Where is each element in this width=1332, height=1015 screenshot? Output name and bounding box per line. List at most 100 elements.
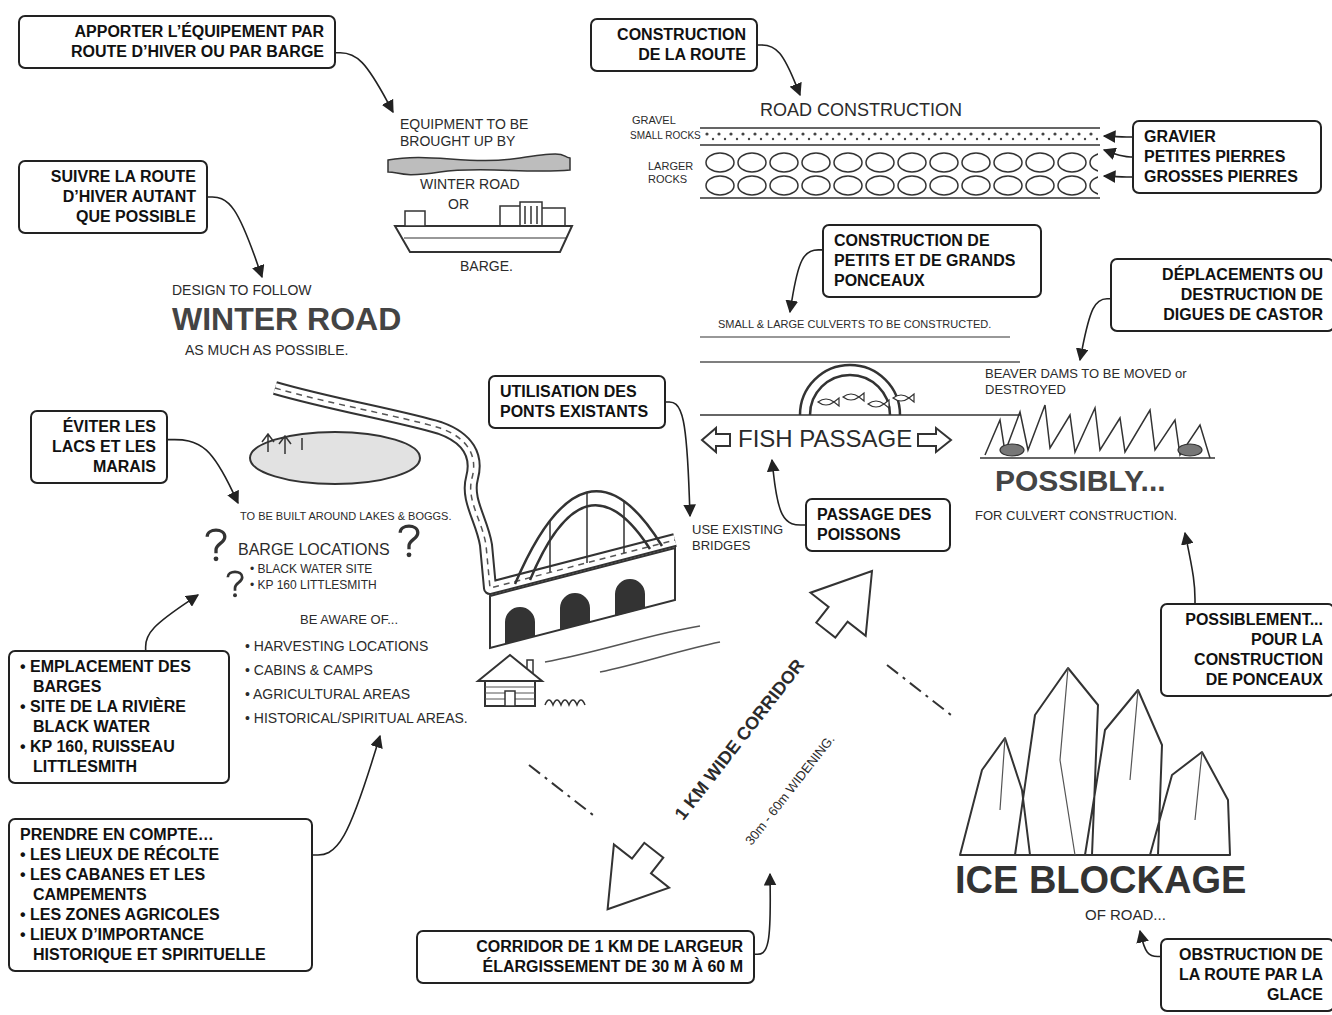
leader-arrow [1104, 150, 1132, 157]
ground-line [980, 457, 1215, 459]
question-mark-curve [207, 530, 225, 553]
sketch-label: WINTER ROAD [172, 300, 401, 338]
sketch-label: SMALL & LARGE CULVERTS TO BE CONSTRUCTED… [718, 318, 991, 331]
sketch-label: • HARVESTING LOCATIONS [245, 638, 428, 655]
lake-shape [250, 432, 420, 484]
sketch-label: EQUIPMENT TO BE BROUGHT UP BY [400, 116, 550, 150]
sketch-label: TO BE BUILT AROUND LAKES & BOGGS. [240, 510, 452, 523]
leader-arrow [1185, 533, 1195, 603]
sketch-label: BE AWARE OF... [300, 612, 398, 628]
sketch-label: POSSIBLY... [995, 463, 1166, 499]
sketch-label: LARGER ROCKS [648, 160, 703, 186]
callout-text: • KP 160, RUISSEAU LITTLESMITH [20, 737, 218, 777]
question-mark-dot [233, 593, 237, 597]
callout-text: • EMPLACEMENT DES BARGES [20, 657, 218, 697]
sketch-label: AS MUCH AS POSSIBLE. [185, 342, 348, 359]
passage-arrow [918, 428, 951, 452]
sketch-label: USE EXISTING BRIDGES [692, 522, 792, 553]
leader-arrow [666, 402, 690, 516]
cabin-door [505, 691, 515, 706]
callout-text: GRAVIER [1144, 127, 1310, 147]
barge-containers [500, 202, 565, 226]
callout-box: CONSTRUCTION DE LA ROUTE [590, 18, 758, 72]
bridge-arch [515, 491, 662, 584]
callout-text: • LES CABANES ET LES CAMPEMENTS [20, 865, 301, 905]
question-mark [207, 530, 225, 561]
winter-road-band [388, 154, 570, 175]
sketch-label: FOR CULVERT CONSTRUCTION. [975, 508, 1177, 524]
callout-text: ÉLARGISSEMENT DE 30 M À 60 M [428, 957, 743, 977]
callout-box: • EMPLACEMENT DES BARGES• SITE DE LA RIV… [8, 650, 230, 784]
leader-arrow [146, 595, 198, 650]
callout-text: CONSTRUCTION DE PETITS ET DE GRANDS PONC… [834, 231, 1030, 291]
beaver-sketch [1178, 444, 1202, 456]
callout-text: CONSTRUCTION DE LA ROUTE [602, 25, 746, 65]
sketch-label: • CABINS & CAMPS [245, 662, 373, 679]
sketch-label: BARGE LOCATIONS [238, 540, 390, 559]
sketch-label: • BLACK WATER SITE [250, 562, 372, 576]
callout-box: CONSTRUCTION DE PETITS ET DE GRANDS PONC… [822, 224, 1042, 298]
bridge-body [490, 548, 675, 648]
callout-box: ÉVITER LES LACS ET LES MARAIS [30, 410, 168, 484]
sketch-label: OR [448, 196, 469, 213]
sketch-label: 30m - 60m WIDENING. [742, 732, 838, 849]
callout-text: POSSIBLEMENT... POUR LA CONSTRUCTION DE … [1172, 610, 1323, 690]
callout-text: • LES LIEUX DE RÉCOLTE [20, 845, 301, 865]
callout-text: PETITES PIERRES [1144, 147, 1310, 167]
culvert-arc [800, 365, 900, 415]
callout-text: • SITE DE LA RIVIÈRE BLACK WATER [20, 697, 218, 737]
callout-text: DÉPLACEMENTS OU DESTRUCTION DE DIGUES DE… [1122, 265, 1323, 325]
bridge-openings [505, 579, 645, 644]
callout-text: OBSTRUCTION DE LA ROUTE PAR LA GLACE [1172, 945, 1323, 1005]
callout-box: APPORTER L’ÉQUIPEMENT PAR ROUTE D’HIVER … [18, 15, 336, 69]
cabin-chimney [527, 660, 533, 673]
callout-text: APPORTER L’ÉQUIPEMENT PAR ROUTE D’HIVER … [30, 22, 324, 62]
leader-arrow [755, 874, 770, 954]
sketch-label: ICE BLOCKAGE [955, 858, 1246, 904]
passage-arrow [702, 428, 730, 452]
beaver-dam-grass [985, 405, 1210, 458]
callout-box: UTILISATION DES PONTS EXISTANTS [488, 375, 666, 429]
callout-text: • LIEUX D’IMPORTANCE HISTORIQUE ET SPIRI… [20, 925, 301, 965]
question-mark-dot [407, 552, 412, 557]
callout-text: PRENDRE EN COMPTE… [20, 825, 301, 845]
question-mark [400, 526, 418, 557]
leader-arrow [336, 53, 393, 112]
sketch-label: BARGE. [460, 258, 513, 275]
barge-stripe [404, 237, 566, 238]
leader-arrow [1080, 299, 1110, 360]
cabin-roof [478, 655, 542, 681]
question-mark-dot [214, 556, 219, 561]
water-line [700, 361, 1020, 363]
leader-arrow [758, 45, 800, 95]
question-mark-curve [400, 526, 418, 549]
leader-arrow [1104, 176, 1132, 177]
callout-box: CORRIDOR DE 1 KM DE LARGEURÉLARGISSEMENT… [416, 930, 755, 984]
callout-box: OBSTRUCTION DE LA ROUTE PAR LA GLACE [1160, 938, 1332, 1012]
beaver-sketch [1000, 444, 1024, 456]
barge-cabin [405, 211, 425, 226]
bridge-hanger [550, 493, 624, 572]
leader-arrow [772, 460, 805, 525]
gravel-layer [704, 130, 1098, 143]
leader-arrow [790, 250, 822, 312]
leader-arrow [1140, 931, 1160, 957]
callout-text: CORRIDOR DE 1 KM DE LARGEUR [428, 937, 743, 957]
fish-sketch [818, 393, 914, 408]
sketch-label: SMALL ROCKS [630, 130, 701, 142]
callout-text: UTILISATION DES PONTS EXISTANTS [500, 382, 654, 422]
tree-sketch [262, 434, 302, 454]
sketch-label: DESIGN TO FOLLOW [172, 282, 312, 299]
sketch-label: • HISTORICAL/SPIRITUAL AREAS. [245, 710, 468, 727]
sketch-label: WINTER ROAD [420, 176, 520, 193]
leader-arrow [313, 736, 380, 855]
sketch-label: GRAVEL [632, 114, 676, 127]
question-mark [228, 572, 242, 597]
sketch-label: • KP 160 LITTLESMITH [250, 578, 377, 592]
leader-arrow [168, 440, 238, 503]
road-layer-line [700, 128, 1100, 198]
sketch-label: ROAD CONSTRUCTION [760, 100, 962, 122]
callout-text: • LES ZONES AGRICOLES [20, 905, 301, 925]
ground-line [700, 414, 1020, 416]
